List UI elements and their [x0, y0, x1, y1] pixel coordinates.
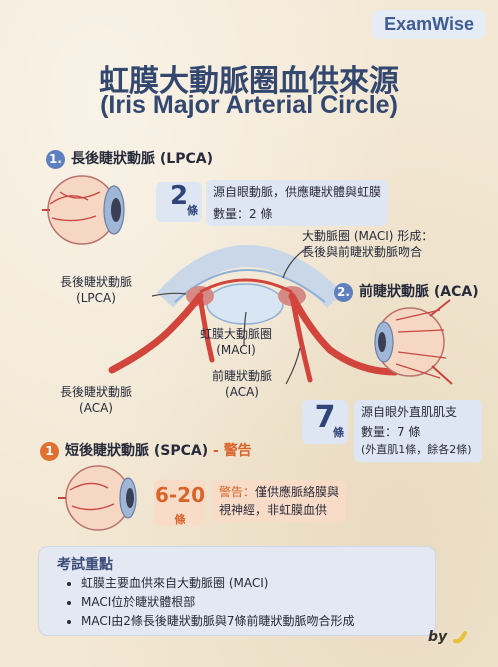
- spca-warn-text2: 視神經，非虹膜血供: [219, 503, 328, 517]
- lpca-info-source: 源自眼動脈，供應睫狀體與虹膜: [213, 185, 382, 199]
- spca-warn-text1: 僅供應脈絡膜與: [255, 485, 340, 499]
- aca-count: 7: [314, 400, 336, 435]
- left-aca-label: 長後睫狀動脈 (ACA): [60, 384, 132, 416]
- maci-note-arrow: [282, 245, 311, 279]
- left-lpca-label: 長後睫狀動脈 (LPCA): [60, 274, 132, 306]
- eye-illustration-top: [42, 175, 125, 245]
- maci-formation-note: 大動脈圈 (MACI) 形成： 長後與前睫狀動脈吻合: [302, 228, 433, 260]
- aca-count-box: 7 條: [302, 400, 348, 444]
- spca-badge: 1: [40, 441, 59, 461]
- aca-heading: 2. 前睫狀動脈 (ACA): [334, 281, 479, 302]
- lpca-heading-text: 長後睫狀動脈 (LPCA): [71, 151, 213, 167]
- left-aca-label-line2: (ACA): [79, 401, 113, 415]
- spca-heading-text: 短後睫狀動脈 (SPCA): [65, 443, 209, 459]
- maci-note-line1: 大動脈圈 (MACI) 形成：: [302, 229, 434, 243]
- exam-key-points: 考試重點 虹膜主要血供來自大動脈圈 (MACI) MACI位於睫狀體根部 MAC…: [38, 546, 436, 636]
- aca-unit: 條: [333, 426, 344, 439]
- page-title: 虹膜大動脈圈血供來源: [99, 64, 399, 99]
- lpca-count: 2: [169, 181, 189, 211]
- page-subtitle: (Iris Major Arterial Circle): [100, 91, 398, 119]
- center-aca-label: 前睫狀動脈 (ACA): [212, 368, 272, 400]
- center-maci-label: 虹膜大動脈圈 (MACI): [200, 326, 272, 358]
- exam-item: 虹膜主要血供來自大動脈圈 (MACI): [81, 574, 355, 593]
- spca-count: 6-20: [154, 483, 206, 507]
- spca-count-box: 6-20 條: [154, 480, 206, 526]
- brand-logo: ExamWise: [372, 10, 486, 39]
- center-aca-arrow: [285, 347, 301, 385]
- spca-heading: 1 短後睫狀動脈 (SPCA) - 警告: [40, 440, 252, 461]
- lpca-count-box: 2 條: [156, 182, 202, 222]
- aca-vessel-right: [289, 293, 313, 383]
- exam-item: MACI由2條長後睫狀動脈與7條前睫狀動脈吻合形成: [81, 612, 355, 631]
- exam-item: MACI位於睫狀體根部: [81, 593, 355, 612]
- maci-arc: [199, 278, 293, 294]
- center-aca-label-line1: 前睫狀動脈: [212, 369, 273, 383]
- lpca-heading: 1. 長後睫狀動脈 (LPCA): [46, 148, 213, 169]
- lpca-info-count: 數量：2 條: [213, 207, 273, 221]
- maci-note-line2: 長後與前睫狀動脈吻合: [302, 245, 423, 259]
- aca-heading-text: 前睫狀動脈 (ACA): [359, 284, 479, 300]
- center-maci-arrow: [243, 311, 247, 347]
- signature: by: [428, 629, 468, 645]
- banana-icon: [453, 631, 467, 644]
- spca-warn-dash: -: [208, 443, 224, 459]
- lpca-badge: 1.: [46, 149, 65, 169]
- aca-info-source: 源自眼外直肌肌支: [361, 405, 458, 419]
- lpca-vessel-left: [108, 292, 204, 374]
- aca-info-box: 源自眼外直肌肌支 數量：7 條 (外直肌1條，餘各2條): [354, 400, 482, 462]
- exam-list: 虹膜主要血供來自大動脈圈 (MACI) MACI位於睫狀體根部 MACI由2條長…: [69, 574, 355, 631]
- aca-badge: 2.: [334, 282, 353, 302]
- lpca-info-box: 源自眼動脈，供應睫狀體與虹膜 數量：2 條: [206, 180, 389, 226]
- spca-warn-word: 警告: [223, 443, 252, 459]
- sclera-arc: [156, 245, 343, 308]
- exam-title: 考試重點: [57, 557, 113, 573]
- left-lpca-label-line1: 長後睫狀動脈: [60, 275, 133, 289]
- center-maci-label-line1: 虹膜大動脈圈: [200, 327, 273, 341]
- left-aca-label-line1: 長後睫狀動脈: [60, 385, 133, 399]
- center-maci-label-line2: (MACI): [216, 343, 256, 357]
- signature-text: by: [427, 629, 448, 645]
- center-aca-label-line2: (ACA): [225, 385, 259, 399]
- aca-info-count: 數量：7 條: [361, 425, 421, 439]
- aca-info-detail: (外直肌1條，餘各2條): [361, 443, 472, 456]
- aca-vessel-left: [197, 293, 215, 363]
- left-lpca-label-line2: (LPCA): [76, 291, 116, 305]
- lpca-vessel-right: [288, 292, 399, 376]
- spca-warn-label: 警告：: [219, 485, 256, 499]
- spca-unit: 條: [174, 513, 186, 526]
- lpca-unit: 條: [187, 204, 198, 217]
- left-lpca-arrow: [151, 292, 187, 297]
- spca-warning-box: 警告：僅供應脈絡膜與 視神經，非虹膜血供: [212, 480, 347, 522]
